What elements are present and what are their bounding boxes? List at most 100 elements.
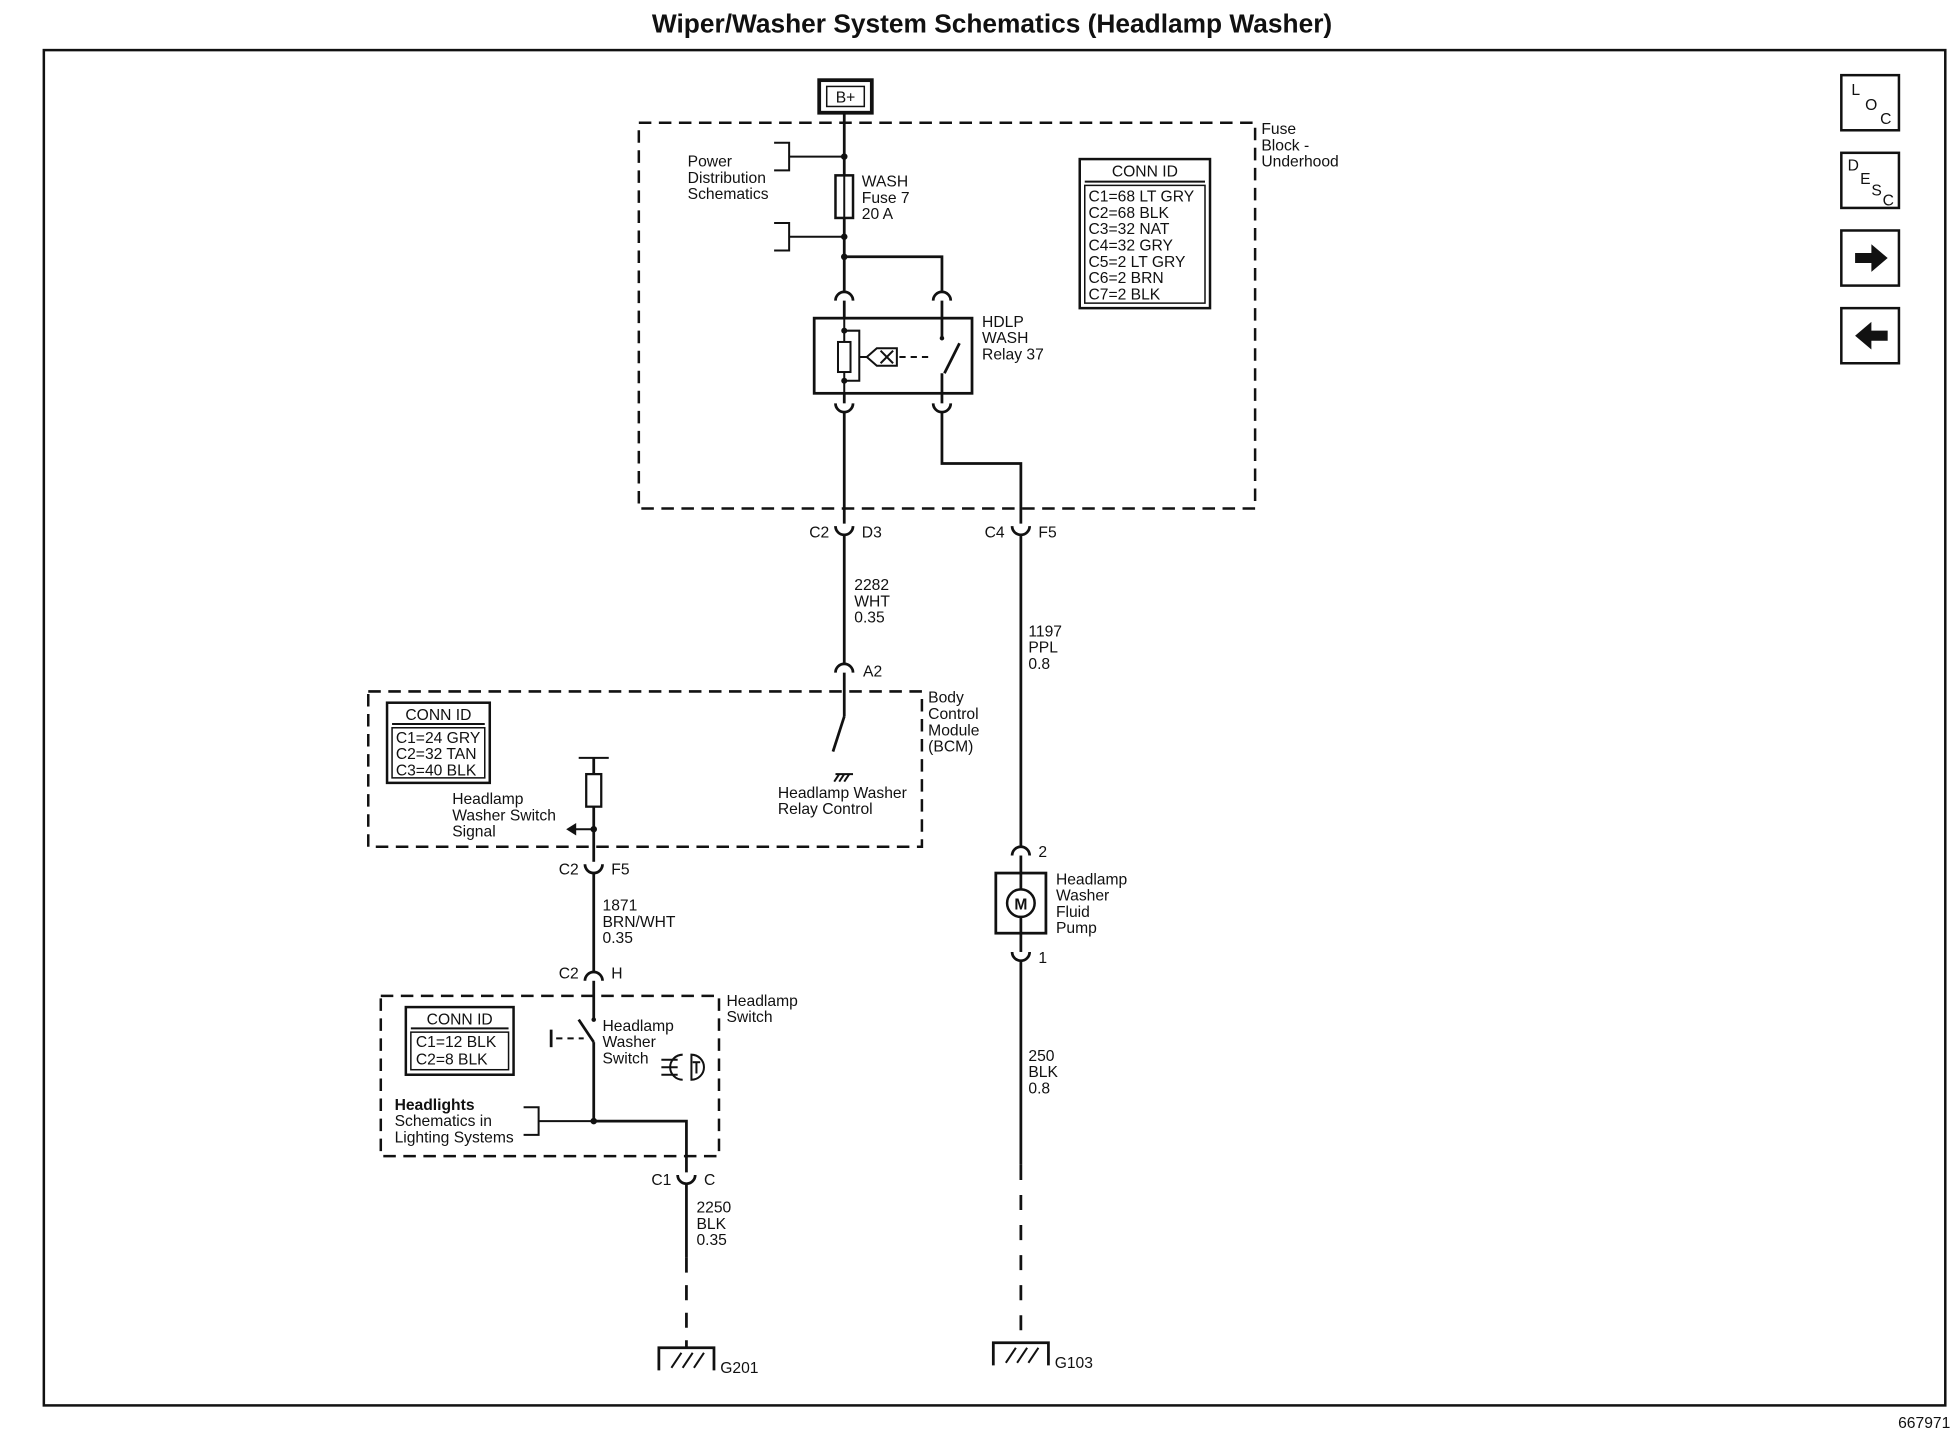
svg-text:Headlamp: Headlamp	[603, 1018, 675, 1035]
svg-text:C1=24 GRY: C1=24 GRY	[396, 730, 481, 747]
hdlp-wash-relay-37: HDLP WASH Relay 37	[812, 290, 1044, 414]
diagram-frame	[42, 48, 1947, 1407]
power-distribution-reference: Power Distribution Schematics	[688, 141, 848, 252]
svg-text:Washer: Washer	[603, 1034, 656, 1051]
svg-text:Headlamp: Headlamp	[452, 791, 524, 808]
headlamp-washer-switch: Headlamp Washer Switch	[549, 980, 675, 1122]
headlamp-indicator-icon	[661, 1053, 705, 1081]
svg-text:F5: F5	[611, 861, 630, 878]
svg-text:Module: Module	[928, 722, 979, 739]
svg-text:Washer: Washer	[1056, 888, 1109, 905]
svg-text:2282: 2282	[854, 577, 889, 594]
svg-text:CONN ID: CONN ID	[405, 707, 471, 724]
svg-text:0.35: 0.35	[854, 610, 885, 627]
svg-text:0.35: 0.35	[696, 1232, 727, 1249]
wire-250-label: 250 BLK 0.8	[1028, 1048, 1058, 1098]
arrow-right-icon	[1855, 244, 1888, 272]
svg-text:Control: Control	[928, 706, 978, 723]
svg-text:Washer Switch: Washer Switch	[452, 807, 556, 824]
headlamp-switch-label: Headlamp Switch	[727, 993, 799, 1026]
svg-text:Pump: Pump	[1056, 920, 1097, 937]
ground-g103: G103	[991, 1341, 1094, 1372]
headlights-schematics-reference: Headlights Schematics in Lighting System…	[395, 1097, 594, 1146]
svg-text:250: 250	[1028, 1048, 1054, 1065]
headlamp-washer-fluid-pump: 2 M 1 Headlamp Washer Fluid Pump	[994, 844, 1128, 967]
svg-text:C1: C1	[651, 1172, 671, 1189]
connector-c2-h: C2 H	[559, 965, 623, 982]
svg-text:BLK: BLK	[1028, 1064, 1058, 1081]
svg-text:A2: A2	[863, 663, 882, 680]
next-page-button[interactable]	[1840, 229, 1901, 287]
wire-1871-label: 1871 BRN/WHT 0.35	[603, 898, 676, 948]
svg-text:C2: C2	[809, 524, 829, 541]
svg-text:C3=32 NAT: C3=32 NAT	[1089, 221, 1170, 238]
svg-text:Headlamp: Headlamp	[727, 993, 799, 1010]
svg-text:C2: C2	[559, 965, 579, 982]
svg-text:C: C	[1880, 111, 1891, 128]
svg-text:20 A: 20 A	[862, 206, 894, 223]
svg-text:Schematics in: Schematics in	[395, 1113, 492, 1130]
svg-text:C: C	[704, 1172, 715, 1189]
svg-text:Fuse: Fuse	[1261, 121, 1296, 138]
svg-text:Power: Power	[688, 154, 732, 171]
bcm-switch-signal-input: Headlamp Washer Switch Signal	[452, 756, 609, 862]
svg-text:0.8: 0.8	[1028, 656, 1050, 673]
svg-text:Relay Control: Relay Control	[778, 801, 873, 818]
svg-text:L: L	[1851, 82, 1860, 99]
svg-text:Switch: Switch	[603, 1050, 649, 1067]
fuse-block-conn-id-table: CONN ID C1=68 LT GRY C2=68 BLK C3=32 NAT…	[1078, 157, 1212, 310]
desc-button[interactable]: D E S C	[1840, 151, 1901, 210]
svg-text:C1=12 BLK: C1=12 BLK	[416, 1034, 497, 1051]
svg-text:F5: F5	[1038, 524, 1057, 541]
svg-text:1197: 1197	[1028, 623, 1062, 640]
svg-text:Headlights: Headlights	[395, 1097, 475, 1114]
arrow-left-icon	[1855, 321, 1888, 350]
fuse-block-label: Fuse Block - Underhood	[1261, 121, 1338, 171]
svg-text:G103: G103	[1055, 1355, 1094, 1372]
svg-text:G201: G201	[720, 1360, 758, 1377]
svg-text:C2: C2	[559, 861, 579, 878]
svg-text:C7=2 BLK: C7=2 BLK	[1089, 286, 1161, 303]
svg-text:M: M	[1014, 896, 1027, 913]
ground-g201: G201	[657, 1346, 759, 1377]
svg-text:1: 1	[1038, 950, 1047, 967]
svg-text:BLK: BLK	[696, 1216, 726, 1233]
svg-text:0.8: 0.8	[1028, 1081, 1050, 1098]
svg-text:2: 2	[1038, 844, 1047, 861]
figure-number: 667971	[1898, 1415, 1950, 1432]
svg-text:B+: B+	[836, 90, 856, 107]
bcm-boundary	[367, 690, 924, 849]
svg-text:S: S	[1871, 182, 1881, 199]
page-title: Wiper/Washer System Schematics (Headlamp…	[652, 9, 1332, 39]
svg-text:Relay 37: Relay 37	[982, 346, 1044, 363]
svg-text:Fluid: Fluid	[1056, 904, 1090, 921]
wire-1197-label: 1197 PPL 0.8	[1028, 623, 1062, 673]
svg-text:Lighting Systems: Lighting Systems	[395, 1129, 514, 1146]
svg-text:C: C	[1883, 192, 1894, 209]
prev-page-button[interactable]	[1840, 306, 1901, 365]
svg-text:O: O	[1865, 97, 1877, 114]
svg-text:WHT: WHT	[854, 593, 890, 610]
svg-text:C4=32 GRY: C4=32 GRY	[1089, 238, 1174, 255]
svg-text:(BCM): (BCM)	[928, 739, 973, 756]
battery-positive-source: B+	[817, 78, 874, 115]
svg-text:Underhood: Underhood	[1261, 154, 1338, 171]
svg-text:Headlamp Washer: Headlamp Washer	[778, 785, 907, 802]
bcm-label: Body Control Module (BCM)	[928, 690, 979, 756]
svg-text:C3=40 BLK: C3=40 BLK	[396, 762, 477, 779]
svg-text:BRN/WHT: BRN/WHT	[603, 914, 676, 931]
svg-text:D: D	[1848, 157, 1859, 174]
wire-2250-label: 2250 BLK 0.35	[696, 1200, 731, 1250]
svg-text:Headlamp: Headlamp	[1056, 871, 1128, 888]
loc-button[interactable]: L O C	[1840, 73, 1901, 132]
headlamp-switch-conn-id-table: CONN ID C1=12 BLK C2=8 BLK	[404, 1005, 515, 1076]
svg-text:C2=68 BLK: C2=68 BLK	[1089, 205, 1170, 222]
svg-text:CONN ID: CONN ID	[1112, 164, 1178, 181]
fuse-block-boundary	[637, 121, 1257, 510]
bcm-conn-id-table: CONN ID C1=24 GRY C2=32 TAN C3=40 BLK	[385, 701, 492, 785]
svg-text:PPL: PPL	[1028, 640, 1058, 657]
svg-text:Fuse 7: Fuse 7	[862, 190, 910, 207]
svg-text:HDLP: HDLP	[982, 314, 1024, 331]
svg-text:C2=8 BLK: C2=8 BLK	[416, 1052, 488, 1069]
